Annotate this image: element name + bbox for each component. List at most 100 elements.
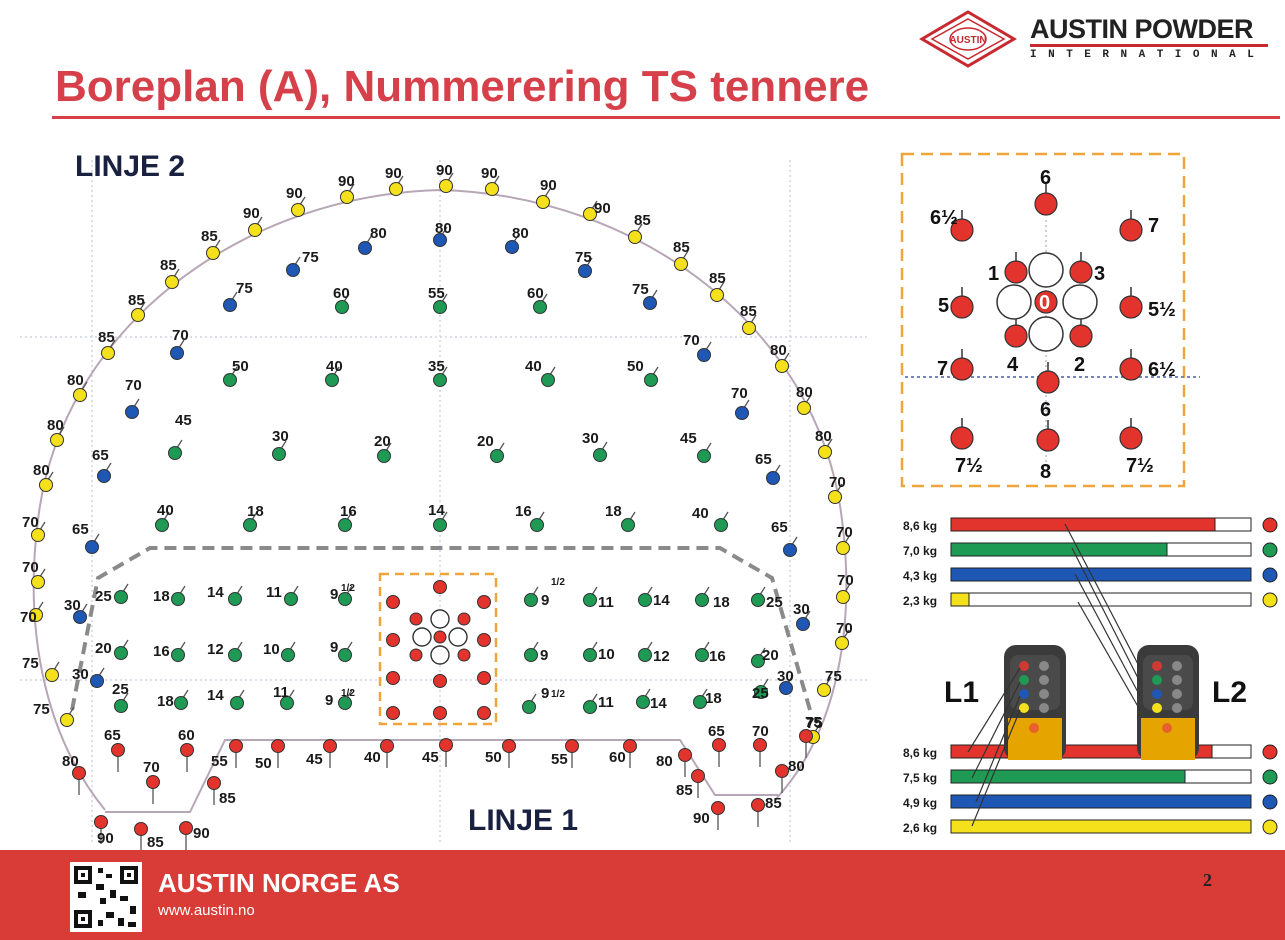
cut-detail-hole (1119, 210, 1143, 242)
cut-detail-label: 5 (938, 295, 949, 317)
stoping-hole-label: 40 (326, 358, 343, 375)
contour-hole (291, 196, 306, 217)
legend-weight: 4,9 kg (903, 796, 937, 810)
cut-detail-label: 2 (1074, 354, 1085, 376)
contour-hole-label: 70 (20, 609, 37, 626)
legend-dot (1262, 592, 1278, 608)
lower-hole (695, 586, 710, 607)
lifter-hole (753, 738, 767, 767)
stoping-hole (593, 441, 608, 462)
cut-detail-label: 1 (988, 263, 999, 285)
cut-detail-hole (1034, 184, 1058, 216)
cut-relief-hole (412, 627, 432, 647)
cut-detail-hole (1119, 287, 1143, 319)
lifter-hole (111, 743, 125, 772)
contour-hole-label: 70 (836, 620, 853, 637)
stoping-hole (644, 366, 659, 387)
lifter-hole (691, 769, 705, 798)
page-title: Boreplan (A), Nummerering TS tennere (55, 62, 870, 111)
helper-hole (90, 667, 105, 688)
contour-hole-label: 85 (160, 257, 177, 274)
lower-hole (228, 641, 243, 662)
half-superscript: 1/2 (551, 577, 565, 588)
cut-detail-hole (1036, 362, 1060, 394)
contour-hole (340, 183, 355, 204)
lifter-hole-label: 85 (765, 795, 782, 812)
lower-hole (114, 583, 129, 604)
legend-weight: 7,0 kg (903, 544, 937, 558)
helper-hole-label: 65 (771, 519, 788, 536)
lifter-hole (751, 798, 765, 827)
contour-hole (818, 438, 833, 459)
lower-hole (583, 586, 598, 607)
lower-hole (522, 693, 537, 714)
line1-label: LINJE 1 (468, 804, 578, 837)
lower-hole (638, 641, 653, 662)
helper-hole-label: 70 (172, 327, 189, 344)
cut-hole (477, 595, 491, 609)
lower-hole (338, 585, 353, 606)
contour-hole-label: 80 (67, 372, 84, 389)
contour-hole-label: 75 (805, 714, 822, 731)
stoping-hole-label: 50 (232, 358, 249, 375)
stoping-hole (433, 366, 448, 387)
lower-hole (583, 693, 598, 714)
cut-detail-relief-hole (1028, 316, 1064, 352)
contour-hole-label: 80 (33, 462, 50, 479)
lower-hole-label: 9 (330, 586, 338, 603)
contour-hole (583, 200, 598, 221)
contour-hole-label: 90 (243, 205, 260, 222)
lifter-hole (180, 743, 194, 772)
helper-hole (796, 610, 811, 631)
cut-hole (433, 674, 447, 688)
stoping-hole (533, 293, 548, 314)
cut-hole (433, 630, 447, 644)
lower-hole (524, 586, 539, 607)
contour-hole (628, 223, 643, 244)
stoping-hole-label: 14 (428, 502, 445, 519)
lower-hole-label: 18 (713, 594, 730, 611)
remote-l1 (1004, 645, 1066, 760)
lifter-hole-label: 55 (211, 753, 228, 770)
lifter-hole-label: 60 (609, 749, 626, 766)
legend-weight: 8,6 kg (903, 519, 937, 533)
cut-area-box (378, 572, 498, 726)
contour-hole (836, 583, 851, 604)
helper-hole (505, 233, 520, 254)
cut-detail-label: 5½ (1148, 299, 1176, 321)
footer-url[interactable]: www.austin.no (158, 902, 255, 919)
lower-hole-label: 11 (598, 694, 614, 711)
lower-hole (754, 678, 769, 699)
stoping-hole (433, 293, 448, 314)
lifter-hole (134, 822, 148, 850)
contour-hole-label: 90 (436, 162, 453, 179)
helper-hole-label: 70 (125, 377, 142, 394)
helper-hole-label: 30 (72, 666, 89, 683)
lifter-hole (439, 738, 453, 767)
footer-company: AUSTIN NORGE AS (158, 868, 400, 898)
lower-hole (171, 641, 186, 662)
helper-hole (170, 339, 185, 360)
legend-weight: 2,3 kg (903, 594, 937, 608)
cut-detail-label: 7½ (1126, 455, 1154, 477)
lower-hole (338, 689, 353, 710)
contour-hole (439, 172, 454, 193)
lifter-hole (565, 739, 579, 768)
cut-detail-hole (1036, 420, 1060, 452)
contour-hole-label: 75 (825, 668, 842, 685)
stoping-hole (433, 511, 448, 532)
stoping-hole-label: 45 (680, 430, 697, 447)
stoping-hole-label: 50 (627, 358, 644, 375)
helper-hole (697, 341, 712, 362)
qr-code (70, 862, 142, 932)
stoping-hole-label: 20 (374, 433, 391, 450)
lifter-hole-label: 85 (147, 834, 164, 850)
lifter-hole (799, 729, 813, 758)
lower-hole-label: 25 (95, 588, 112, 605)
cut-detail-relief-hole (1062, 284, 1098, 320)
legend-weight: 2,6 kg (903, 821, 937, 835)
lifter-hole-label: 40 (364, 749, 381, 766)
stoping-hole (490, 442, 505, 463)
stoping-hole (697, 442, 712, 463)
legend-bar-fill (950, 542, 1168, 557)
